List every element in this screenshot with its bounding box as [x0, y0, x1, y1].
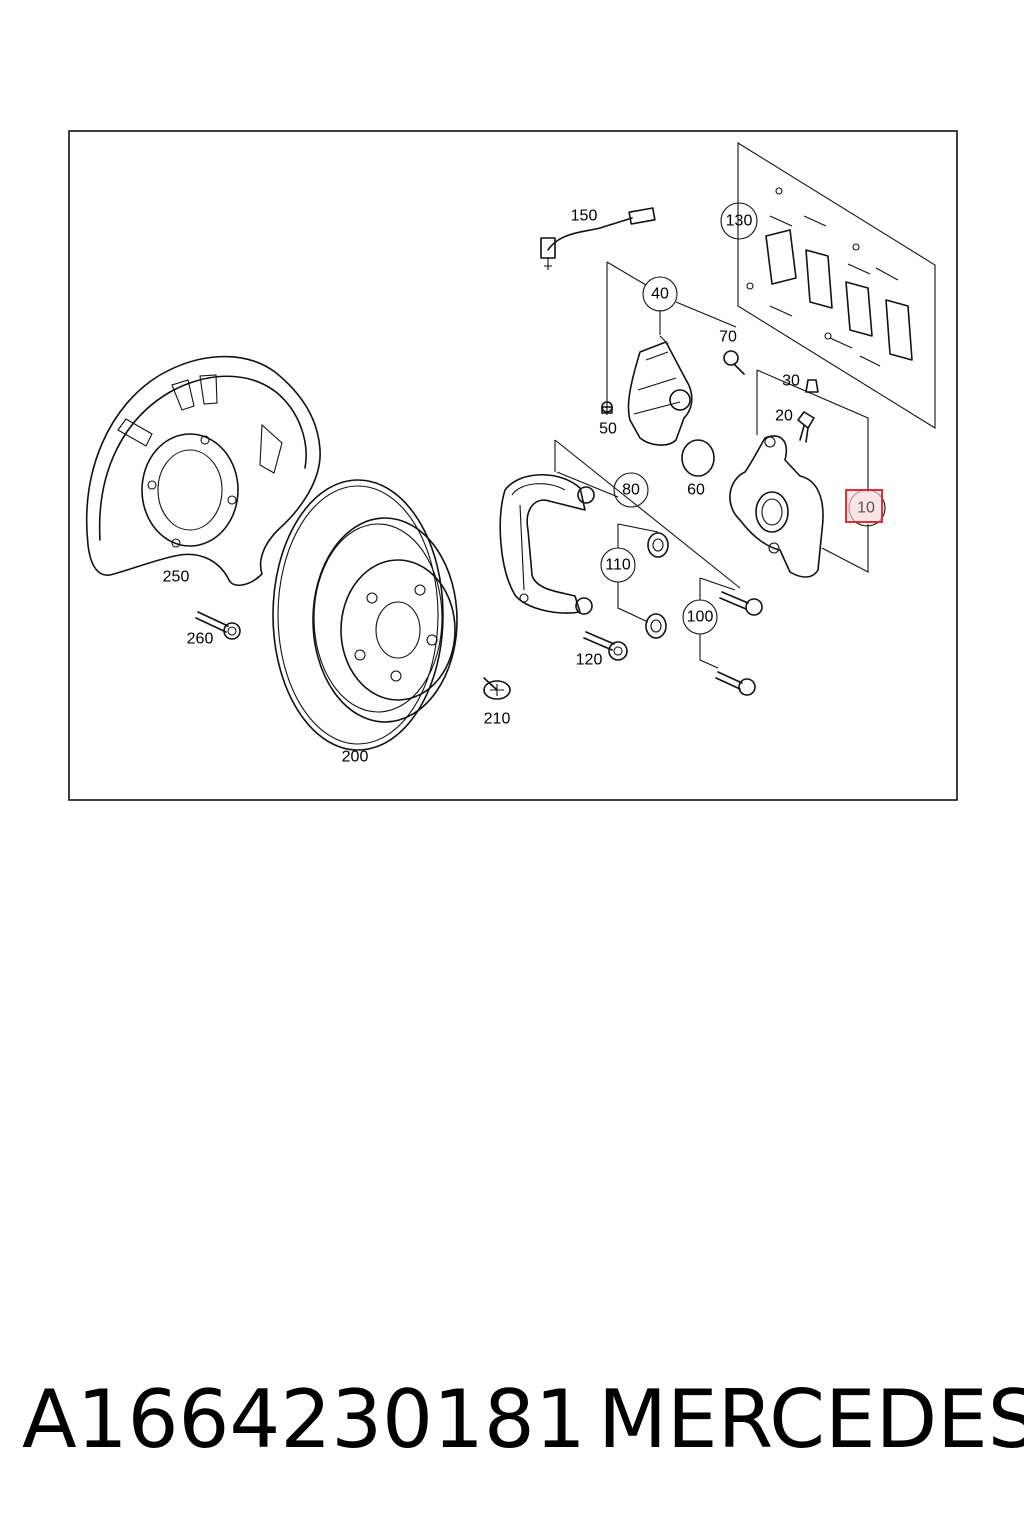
label-30: 30 [782, 373, 800, 390]
bubble-80 [613, 472, 649, 508]
label-150: 150 [571, 208, 598, 225]
diagram-frame [68, 130, 958, 801]
screw-50-drawing [601, 401, 613, 414]
label-20: 20 [775, 408, 793, 425]
label-60: 60 [687, 482, 705, 499]
caliper-carrier-drawing [499, 473, 595, 615]
leader-80 [554, 439, 741, 589]
guide-bolts-drawing [715, 591, 763, 696]
bolt-70-drawing [723, 350, 745, 375]
brand-name: MERCEDES [598, 1373, 1024, 1466]
label-100: 100 [687, 609, 714, 626]
label-120: 120 [576, 652, 603, 669]
dust-shield-drawing [85, 355, 321, 586]
brake-disc-drawing [272, 479, 458, 751]
part-number: A1664230181 [22, 1373, 586, 1466]
leader-100 [699, 577, 736, 669]
bleeder-screw-drawing [797, 411, 815, 443]
label-260: 260 [187, 631, 214, 648]
leader-40 [606, 261, 737, 415]
o-ring-drawing [681, 439, 715, 477]
bolt-120-drawing [583, 631, 628, 661]
leader-110 [617, 523, 659, 623]
bubble-110 [600, 547, 636, 583]
label-80: 80 [622, 482, 640, 499]
leader-10 [756, 369, 869, 573]
brake-motor-drawing [627, 335, 693, 446]
label-110: 110 [605, 557, 631, 574]
highlight-box-10[interactable] [845, 489, 883, 523]
wear-sensor-drawing [540, 207, 656, 270]
pad-set-panel [737, 142, 936, 429]
bolt-260-drawing [195, 611, 241, 640]
label-250: 250 [163, 569, 190, 586]
label-130: 130 [726, 213, 753, 230]
dust-cap-drawing [805, 379, 819, 393]
label-210: 210 [484, 711, 511, 728]
label-200: 200 [342, 749, 369, 766]
bubble-40 [642, 276, 678, 312]
bubble-100 [682, 599, 718, 635]
bubble-130 [720, 202, 758, 240]
label-50: 50 [599, 421, 617, 438]
label-10: 10 [857, 500, 875, 517]
label-40: 40 [651, 286, 669, 303]
guide-bushings-drawing [645, 532, 669, 639]
brake-pads-drawing [746, 187, 913, 367]
label-70: 70 [719, 329, 737, 346]
brake-caliper-drawing [729, 435, 824, 578]
screw-210-drawing [483, 677, 511, 700]
